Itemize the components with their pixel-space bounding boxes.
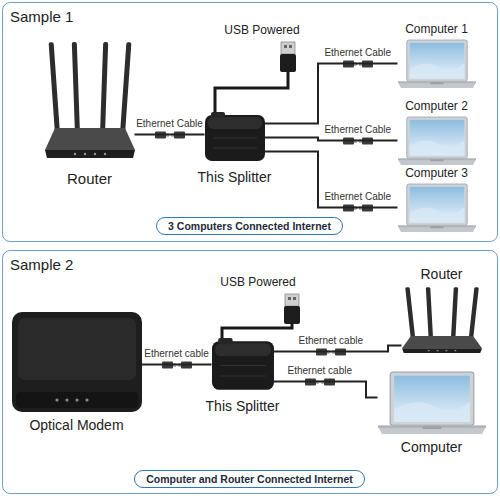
ethernet-cable <box>265 151 398 207</box>
status-led <box>55 398 58 401</box>
splitter-icon <box>205 112 265 161</box>
usb-plug <box>284 294 300 324</box>
router-device: Router <box>45 40 135 165</box>
usb-label: USB Powered <box>220 275 295 289</box>
modem-front <box>16 392 138 408</box>
router-device: Router <box>402 286 482 354</box>
cable-label: Ethernet Cable <box>134 118 205 130</box>
ethernet-cable <box>142 364 212 366</box>
cable-label: Ethernet Cable <box>322 124 393 136</box>
laptop-icon <box>398 184 476 232</box>
modem-body <box>12 312 142 412</box>
device-label: Computer <box>401 439 462 456</box>
caption-box: Computer and Router Connected Internet <box>134 470 365 489</box>
cable-label: Ethernet cable <box>142 348 211 360</box>
device-label: This Splitter <box>198 169 272 186</box>
device-label: Computer 1 <box>405 22 468 36</box>
usb-plug <box>280 42 296 72</box>
ethernet-cable <box>265 138 398 141</box>
computer-device: Computer <box>378 372 486 434</box>
status-led <box>85 398 88 401</box>
laptop-icon <box>378 372 486 434</box>
cable-label: Ethernet Cable <box>322 191 393 203</box>
ethernet-cable <box>274 345 402 351</box>
device-label: Computer 3 <box>405 166 468 180</box>
router-icon <box>402 287 482 353</box>
device-label: Router <box>420 266 462 283</box>
caption-text: 3 Computers Connected Internet <box>168 220 331 233</box>
panel-heading: Sample 1 <box>10 8 73 26</box>
cable-label: Ethernet cable <box>297 335 366 347</box>
device-label: Computer 2 <box>405 99 468 113</box>
ethernet-cable <box>274 382 378 398</box>
ethernet-cable <box>135 134 205 136</box>
device-label: Optical Modem <box>29 417 123 434</box>
usb-label: USB Powered <box>224 23 299 37</box>
modem-top <box>18 318 136 380</box>
splitter-icon <box>212 338 274 390</box>
laptop-icon <box>398 40 476 88</box>
modem-device: Optical Modem <box>12 312 142 412</box>
cable-label: Ethernet Cable <box>322 47 393 59</box>
panel-heading: Sample 2 <box>10 256 73 274</box>
status-led <box>75 398 78 401</box>
splitter-device: This Splitter <box>205 112 265 164</box>
cable-label: Ethernet cable <box>286 365 355 377</box>
laptop-icon <box>398 117 476 165</box>
caption-text: Computer and Router Connected Internet <box>146 473 353 486</box>
usb-cable <box>215 72 288 112</box>
device-label: Router <box>67 170 112 188</box>
router-icon <box>45 42 135 158</box>
splitter-device: This Splitter <box>212 338 274 393</box>
caption-box: 3 Computers Connected Internet <box>156 217 343 236</box>
ethernet-cable <box>265 64 398 124</box>
computer-device: Computer 2 <box>398 117 476 165</box>
sample-panel: RouterThis SplitterComputer 1Computer 2C… <box>2 2 498 242</box>
computer-device: Computer 1 <box>398 40 476 88</box>
device-label: This Splitter <box>206 398 280 415</box>
usb-cable <box>222 324 292 338</box>
sample-panel: Optical ModemThis SplitterRouterComputer… <box>2 250 498 494</box>
status-led <box>65 398 68 401</box>
computer-device: Computer 3 <box>398 184 476 232</box>
